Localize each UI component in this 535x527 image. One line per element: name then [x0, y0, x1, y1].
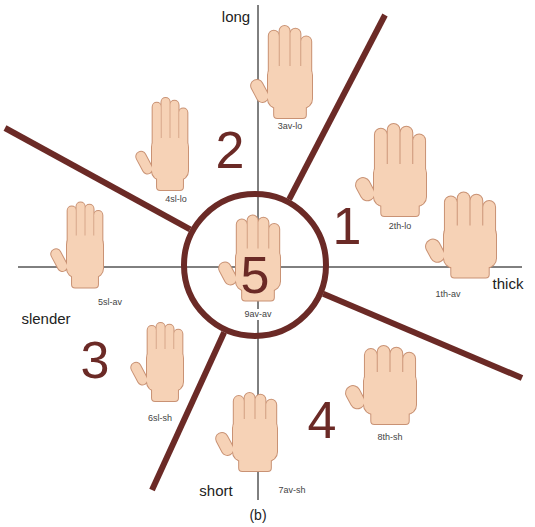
hand [135, 98, 188, 190]
axis-label: slender [21, 311, 70, 326]
hand-part [354, 176, 377, 203]
hand-part [364, 372, 416, 414]
hand-part [424, 237, 447, 264]
hand-part [50, 248, 69, 273]
hand-part [249, 78, 270, 104]
region-number: 3 [81, 334, 110, 386]
hand [344, 346, 416, 424]
caption: (b) [249, 508, 266, 522]
hand-part [147, 349, 183, 391]
hand-code: 1th-av [433, 289, 462, 300]
hand-part [268, 66, 312, 108]
hand-code: 6sl-sh [146, 413, 174, 424]
hand-part [135, 150, 154, 175]
hand [214, 393, 277, 471]
region-number: 1 [333, 200, 362, 252]
hand-part [268, 66, 312, 108]
hand-part [233, 419, 277, 461]
divider-line [152, 332, 224, 490]
hand-part [344, 384, 367, 411]
axis-label: thick [493, 276, 524, 291]
hand-code: 4sl-lo [163, 194, 189, 205]
hand-part [364, 372, 416, 414]
hand-part [233, 419, 277, 461]
divider-line [289, 15, 385, 199]
hand-part [152, 138, 188, 180]
hand-part [444, 226, 496, 268]
hand-part [217, 261, 238, 287]
hand-part [50, 248, 69, 273]
axis-label: short [199, 483, 232, 498]
divider-line [5, 128, 190, 229]
hand [354, 124, 426, 216]
hand-code: 9av-av [242, 309, 273, 320]
hand-part [130, 361, 149, 386]
axis-label: long [222, 9, 250, 24]
hand-part [444, 226, 496, 268]
hand [130, 323, 183, 401]
hand [50, 203, 103, 288]
hand-part [67, 236, 103, 278]
hand-part [374, 164, 426, 206]
region-number: 5 [241, 249, 270, 301]
hand-code: 2th-lo [387, 221, 414, 232]
hand-part [147, 349, 183, 391]
hand-part [67, 236, 103, 278]
hand-part [214, 431, 235, 457]
hand-part [135, 150, 154, 175]
hand-code: 8th-sh [375, 432, 404, 443]
hand [217, 216, 280, 301]
divider-line [323, 294, 522, 378]
hand-code: 7av-sh [276, 485, 307, 496]
hand-code: 5sl-av [96, 297, 124, 308]
hand-part [374, 164, 426, 206]
hand-part [130, 361, 149, 386]
hand [249, 26, 312, 118]
hand [424, 193, 496, 278]
hand-code: 3av-lo [276, 121, 305, 132]
region-number: 4 [308, 394, 337, 446]
region-number: 2 [216, 124, 245, 176]
hand-part [152, 138, 188, 180]
